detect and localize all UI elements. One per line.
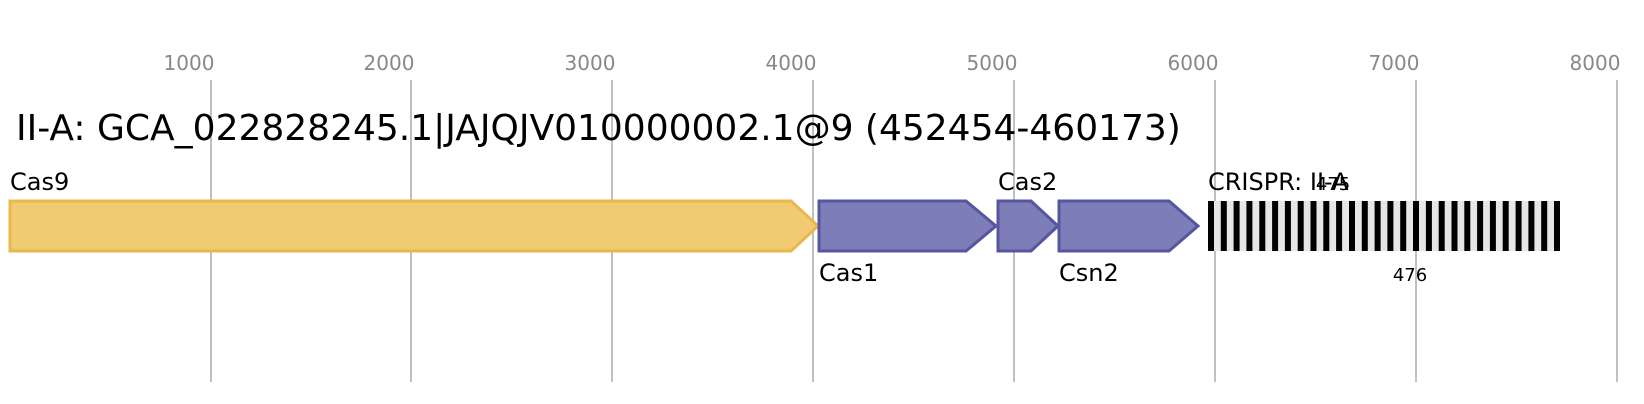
gene-arrow[interactable]: [817, 199, 999, 253]
crispr-array-background[interactable]: [1208, 201, 1560, 251]
crispr-repeat: [1425, 201, 1432, 251]
crispr-repeat: [1272, 201, 1279, 251]
gene-cas2[interactable]: Cas2: [996, 168, 1061, 253]
gene-label: Csn2: [1059, 259, 1119, 287]
gene-csn2[interactable]: Csn2: [1057, 199, 1201, 287]
crispr-repeat: [1349, 201, 1355, 251]
crispr-repeat: [1477, 201, 1484, 251]
crispr-repeat: [1233, 201, 1240, 251]
gene-cas1[interactable]: Cas1: [817, 199, 999, 287]
crispr-repeat: [1259, 201, 1266, 251]
gene-arrow[interactable]: [8, 199, 821, 253]
gene-arrow[interactable]: [996, 199, 1061, 253]
tick-label: 4000: [766, 51, 817, 75]
crispr-repeat: [1374, 201, 1381, 251]
crispr-repeat: [1515, 201, 1522, 251]
crispr-count-bottom: 476: [1393, 265, 1427, 286]
crispr-repeat: [1297, 201, 1304, 251]
tick-labels: 1000 2000 3000 4000 5000 6000 7000 8000: [164, 51, 1621, 75]
crispr-label: CRISPR: II-A: [1208, 168, 1349, 196]
gene-label: Cas1: [819, 259, 878, 287]
crispr-repeat: [1361, 201, 1368, 251]
crispr-repeat: [1323, 201, 1330, 251]
crispr-repeat: [1400, 201, 1407, 251]
crispr-repeat: [1554, 201, 1560, 251]
tick-label: 1000: [164, 51, 215, 75]
tick-label: 8000: [1570, 51, 1621, 75]
crispr-repeat: [1387, 201, 1394, 251]
gene-arrow[interactable]: [1057, 199, 1201, 253]
crispr-repeat: [1220, 201, 1227, 251]
crispr-count-top: 475: [1316, 174, 1350, 195]
crispr-repeat: [1284, 201, 1291, 251]
tick-label: 3000: [565, 51, 616, 75]
crispr-array[interactable]: CRISPR: II-A 475 476: [1208, 168, 1560, 286]
crispr-repeat: [1438, 201, 1445, 251]
tick-label: 6000: [1168, 51, 1219, 75]
tick-label: 7000: [1369, 51, 1420, 75]
gene-label: Cas2: [998, 168, 1057, 196]
crispr-repeat: [1336, 201, 1343, 251]
crispr-repeat: [1310, 201, 1317, 251]
gene-cas9[interactable]: Cas9: [8, 168, 821, 253]
crispr-repeat: [1413, 201, 1419, 251]
crispr-repeat: [1489, 201, 1496, 251]
gene-label: Cas9: [10, 168, 69, 196]
crispr-repeat: [1246, 201, 1253, 251]
locus-title: II-A: GCA_022828245.1|JAJQJV010000002.1@…: [16, 108, 1181, 149]
crispr-repeat: [1208, 201, 1214, 251]
crispr-repeat: [1451, 201, 1458, 251]
crispr-repeats: [1208, 201, 1560, 251]
tick-label: 5000: [967, 51, 1018, 75]
crispr-repeat: [1502, 201, 1509, 251]
crispr-repeat: [1528, 201, 1535, 251]
tick-label: 2000: [364, 51, 415, 75]
crispr-repeat: [1464, 201, 1471, 251]
crispr-repeat: [1541, 201, 1548, 251]
